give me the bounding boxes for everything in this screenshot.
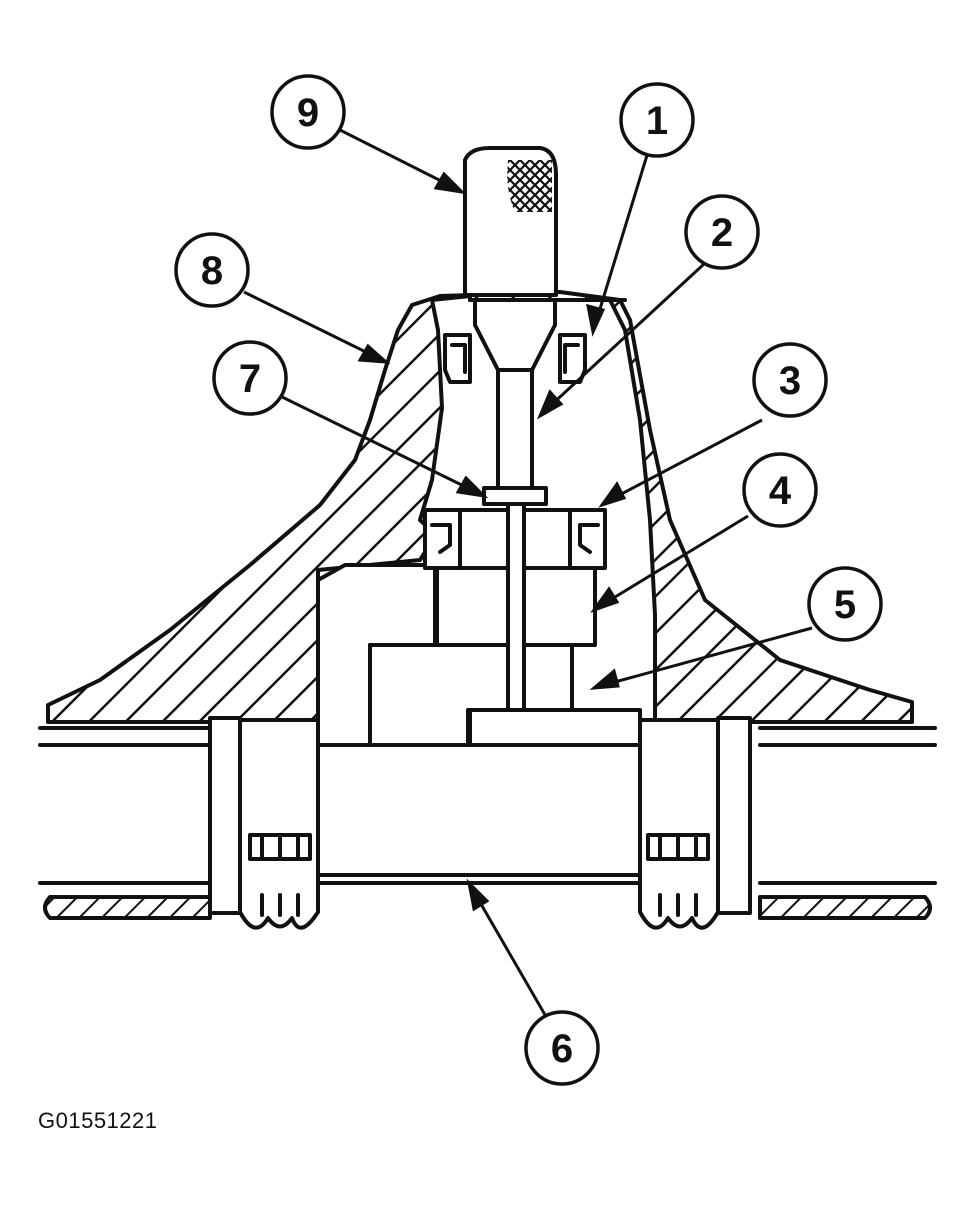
lower-pipe-wall-right [758,895,932,920]
callout-2: 2 [684,194,760,270]
lower-pipe-wall-left [43,895,212,920]
callout-9: 9 [270,74,346,150]
callout-5: 5 [807,566,883,642]
callout-3: 3 [752,342,828,418]
right-clamp-body [638,718,720,930]
right-clamp-post [716,716,752,915]
figure-code: G01551221 [38,1108,158,1133]
callout-7: 7 [212,340,288,416]
valve-core-collar [482,486,548,506]
cap-neck [473,298,557,372]
callout-8-label: 8 [201,249,223,293]
valve-stem [496,366,534,492]
callout-2-label: 2 [711,211,733,255]
callout-9-label: 9 [297,91,319,135]
callout-5-label: 5 [834,583,856,627]
left-clamp-post [208,716,242,915]
left-clamp-body [238,718,320,930]
housing-boss [46,290,914,724]
callout-3-label: 3 [779,359,801,403]
callout-4: 4 [742,452,818,528]
cap-knurl [507,160,552,212]
callout-6: 6 [524,1010,600,1086]
callout-8: 8 [174,232,250,308]
callout-7-label: 7 [239,357,261,401]
callout-4-label: 4 [769,469,792,513]
callouts: 9 1 2 8 7 3 4 5 [174,74,883,1086]
callout-6-label: 6 [551,1027,573,1071]
callout-1: 1 [619,82,695,158]
main-body [316,743,642,877]
callout-1-label: 1 [646,99,668,143]
